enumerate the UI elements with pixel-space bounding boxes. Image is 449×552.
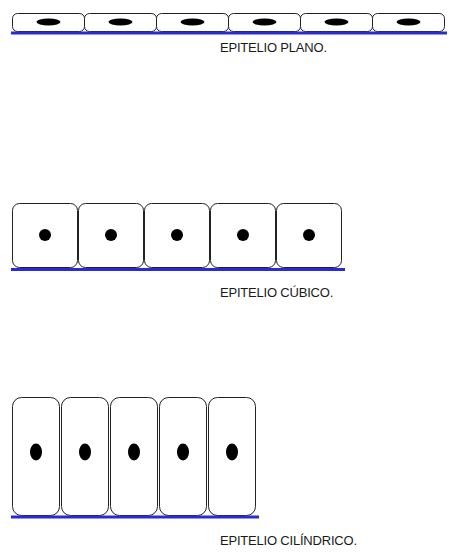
caption-label: EPITELIO CILÍNDRICO.: [220, 533, 357, 549]
cuboidal-cell: [13, 204, 78, 268]
basement-membrane: [11, 32, 447, 35]
nucleus: [253, 19, 277, 26]
nucleus: [171, 229, 183, 241]
cuboidal-cell: [79, 204, 144, 268]
caption-label: EPITELIO PLANO.: [220, 40, 327, 56]
flat-cell: [157, 14, 229, 32]
columnar-nuclei: [30, 444, 238, 461]
nucleus: [105, 229, 117, 241]
basement-membrane: [11, 268, 345, 271]
nucleus: [30, 444, 42, 461]
flat-cell: [373, 14, 445, 32]
flat-cell: [301, 14, 373, 32]
cuboidal-cell: [211, 204, 276, 268]
columnar-cell: [209, 398, 256, 516]
nucleus: [397, 19, 421, 26]
columnar-epithelium: [13, 398, 256, 516]
nucleus: [37, 19, 61, 26]
columnar-cell: [160, 398, 207, 516]
flat-epithelium: [13, 14, 445, 32]
nucleus: [181, 19, 205, 26]
cuboidal-cell: [145, 204, 210, 268]
nucleus: [177, 444, 189, 461]
columnar-cell: [111, 398, 158, 516]
flat-cell: [13, 14, 85, 32]
nucleus: [109, 19, 133, 26]
nucleus: [79, 444, 91, 461]
nucleus: [39, 229, 51, 241]
nucleus: [237, 229, 249, 241]
cuboidal-cell: [277, 204, 342, 268]
columnar-cell: [13, 398, 60, 516]
caption-label: EPITELIO CÚBICO.: [220, 285, 333, 301]
nucleus: [128, 444, 140, 461]
nucleus: [325, 19, 349, 26]
flat-cell: [85, 14, 157, 32]
columnar-cell: [62, 398, 109, 516]
flat-nuclei: [37, 19, 421, 26]
cuboidal-nuclei: [39, 229, 315, 241]
flat-cell: [229, 14, 301, 32]
nucleus: [303, 229, 315, 241]
nucleus: [226, 444, 238, 461]
basement-membrane: [11, 516, 259, 519]
cuboidal-epithelium: [13, 204, 342, 268]
